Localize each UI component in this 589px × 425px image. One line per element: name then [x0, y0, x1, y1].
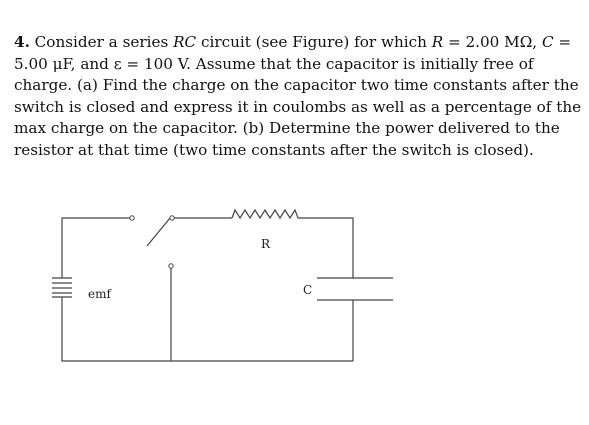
problem-text-part: Consider a series	[29, 33, 174, 51]
problem-text-part: circuit (see Figure) for which	[196, 33, 432, 51]
problem-text: 4. Consider a series RC circuit (see Fig…	[14, 32, 584, 162]
resistance-value: = 2.00 MΩ,	[443, 33, 542, 51]
battery-symbol	[52, 275, 72, 300]
problem-text-rest: = 5.00 μF, and ε = 100 V. Assume that th…	[14, 33, 582, 159]
c-variable: C	[541, 33, 554, 51]
capacitor-label: C	[303, 283, 312, 297]
switch-terminal-pivot	[169, 215, 175, 221]
wire-left-top	[61, 217, 132, 275]
battery-label: emf	[88, 287, 112, 301]
problem-number: 4.	[14, 33, 30, 51]
resistor-label: R	[261, 237, 271, 251]
rc-variable: RC	[173, 33, 197, 51]
wire-right	[298, 217, 354, 278]
wire-left-bottom	[61, 300, 353, 362]
switch-symbol	[146, 217, 171, 247]
r-variable: R	[431, 33, 444, 51]
switch-terminal-left	[129, 215, 135, 221]
capacitor-symbol	[317, 277, 393, 301]
switch-terminal-lower	[168, 263, 174, 269]
resistor-symbol	[231, 208, 299, 220]
